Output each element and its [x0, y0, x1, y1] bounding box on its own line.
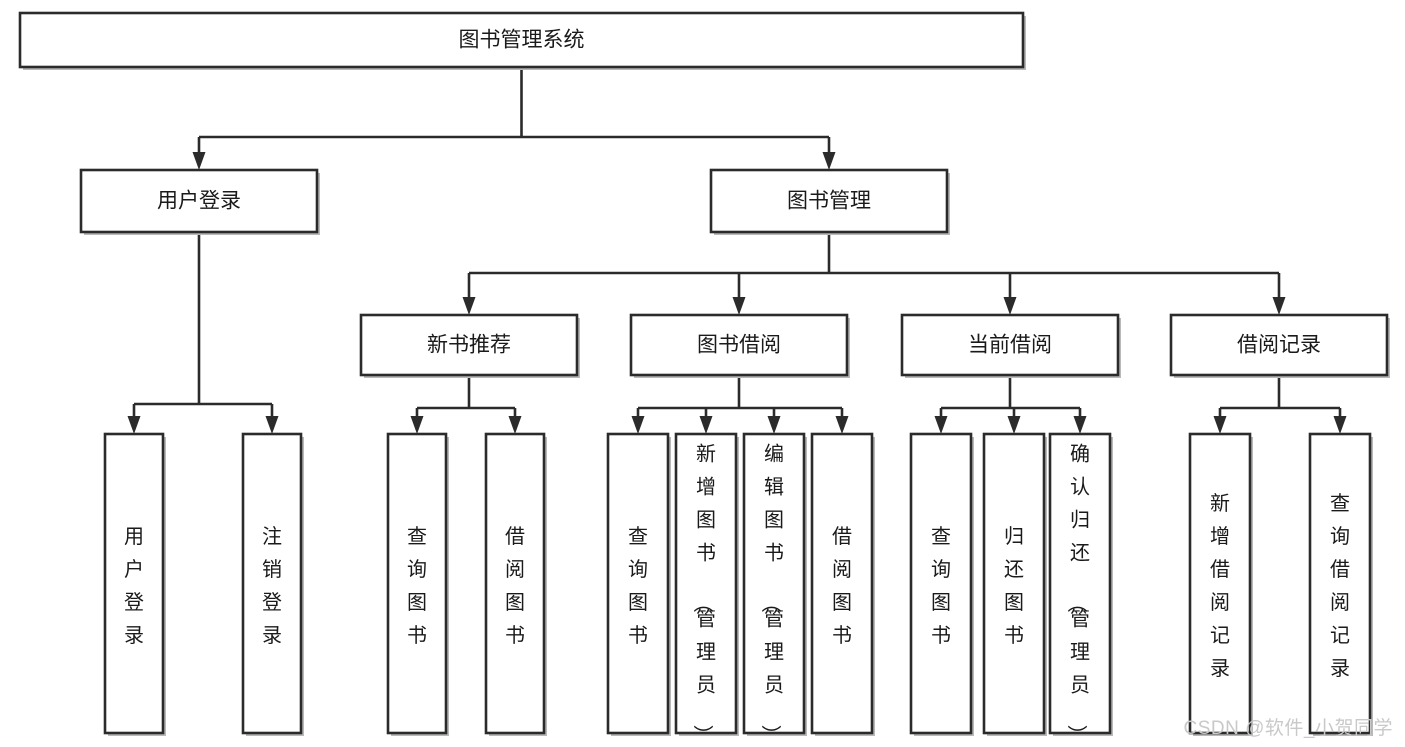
- arrow-head-icon: [1003, 297, 1017, 315]
- node-确认归还管理员[interactable]: 确认归还（管理员）: [1048, 432, 1113, 745]
- edge-group-当前借阅: [934, 375, 1087, 434]
- node-box[interactable]: [1169, 313, 1389, 377]
- node-借阅图书[interactable]: 借阅图书: [810, 432, 875, 736]
- node-label: 查询图书: [628, 525, 648, 647]
- edge-group-图书借阅: [631, 375, 849, 434]
- node-box[interactable]: [103, 432, 165, 735]
- edge-layer: [127, 67, 1347, 434]
- node-新增借阅记录[interactable]: 新增借阅记录: [1188, 432, 1253, 736]
- node-label: 借阅图书: [832, 525, 852, 647]
- node-label: 新书推荐: [427, 334, 511, 357]
- node-box[interactable]: [909, 432, 973, 735]
- node-box[interactable]: [1308, 432, 1372, 735]
- node-归还图书[interactable]: 归还图书: [982, 432, 1047, 736]
- node-box[interactable]: [18, 11, 1025, 69]
- arrow-head-icon: [127, 416, 141, 434]
- node-box[interactable]: [241, 432, 303, 735]
- node-label: 用户登录: [157, 190, 241, 213]
- node-label: 图书借阅: [697, 334, 781, 357]
- node-label: 用户登录: [124, 526, 144, 647]
- arrow-head-icon: [934, 416, 948, 434]
- node-查询借阅记录[interactable]: 查询借阅记录: [1308, 432, 1373, 736]
- edge-group-用户登录: [127, 232, 279, 434]
- arrow-head-icon: [462, 297, 476, 315]
- node-label: 查询图书: [407, 525, 427, 647]
- arrow-head-icon: [835, 416, 849, 434]
- node-layer: 图书管理系统用户登录图书管理新书推荐图书借阅当前借阅借阅记录用户登录注销登录查询…: [18, 11, 1390, 745]
- node-查询图书[interactable]: 查询图书: [606, 432, 671, 736]
- node-新增图书管理员[interactable]: 新增图书（管理员）: [674, 432, 739, 745]
- node-图书管理[interactable]: 图书管理: [709, 168, 950, 235]
- arrow-head-icon: [767, 416, 781, 434]
- node-box[interactable]: [709, 168, 949, 234]
- node-图书管理系统[interactable]: 图书管理系统: [18, 11, 1026, 70]
- node-label: 图书管理: [787, 190, 871, 213]
- node-label: 借阅记录: [1237, 334, 1321, 357]
- edge-group-借阅记录: [1213, 375, 1347, 434]
- node-box[interactable]: [79, 168, 319, 234]
- node-新书推荐[interactable]: 新书推荐: [359, 313, 580, 378]
- node-注销登录[interactable]: 注销登录: [241, 432, 304, 736]
- node-当前借阅[interactable]: 当前借阅: [900, 313, 1121, 378]
- node-box[interactable]: [1188, 432, 1252, 735]
- node-查询图书[interactable]: 查询图书: [909, 432, 974, 736]
- arrow-head-icon: [822, 152, 836, 170]
- arrow-head-icon: [699, 416, 713, 434]
- node-label: 编辑图书（管理员）: [759, 443, 784, 745]
- node-用户登录[interactable]: 用户登录: [103, 432, 166, 736]
- node-label: 图书管理系统: [459, 29, 585, 52]
- node-box[interactable]: [386, 432, 448, 735]
- node-借阅记录[interactable]: 借阅记录: [1169, 313, 1390, 378]
- node-label: 新增借阅记录: [1210, 492, 1230, 680]
- node-图书借阅[interactable]: 图书借阅: [629, 313, 850, 378]
- arrow-head-icon: [1272, 297, 1286, 315]
- node-box[interactable]: [742, 432, 806, 735]
- node-编辑图书管理员[interactable]: 编辑图书（管理员）: [742, 432, 807, 745]
- arrow-head-icon: [1073, 416, 1087, 434]
- node-label: 查询图书: [931, 525, 951, 647]
- node-box[interactable]: [484, 432, 546, 735]
- node-用户登录[interactable]: 用户登录: [79, 168, 320, 235]
- edge-group-新书推荐: [410, 375, 522, 434]
- edge-group-图书管理系统: [192, 67, 836, 170]
- node-box[interactable]: [900, 313, 1120, 377]
- node-box[interactable]: [674, 432, 738, 735]
- node-box[interactable]: [810, 432, 874, 735]
- node-box[interactable]: [982, 432, 1046, 735]
- node-借阅图书[interactable]: 借阅图书: [484, 432, 547, 736]
- arrow-head-icon: [732, 297, 746, 315]
- arrow-head-icon: [265, 416, 279, 434]
- node-label: 归还图书: [1004, 525, 1024, 647]
- node-box[interactable]: [606, 432, 670, 735]
- node-box[interactable]: [1048, 432, 1112, 735]
- arrow-head-icon: [631, 416, 645, 434]
- node-label: 确认归还（管理员）: [1065, 443, 1090, 745]
- node-label: 查询借阅记录: [1330, 492, 1350, 680]
- node-label: 注销登录: [262, 525, 282, 647]
- arrow-head-icon: [192, 152, 206, 170]
- node-查询图书[interactable]: 查询图书: [386, 432, 449, 736]
- arrow-head-icon: [1007, 416, 1021, 434]
- node-label: 借阅图书: [505, 525, 525, 647]
- node-box[interactable]: [629, 313, 849, 377]
- edge-group-图书管理: [462, 232, 1286, 315]
- node-label: 当前借阅: [968, 334, 1052, 357]
- node-label: 新增图书（管理员）: [691, 443, 716, 745]
- arrow-head-icon: [1213, 416, 1227, 434]
- node-box[interactable]: [359, 313, 579, 377]
- arrow-head-icon: [508, 416, 522, 434]
- arrow-head-icon: [410, 416, 424, 434]
- arrow-head-icon: [1333, 416, 1347, 434]
